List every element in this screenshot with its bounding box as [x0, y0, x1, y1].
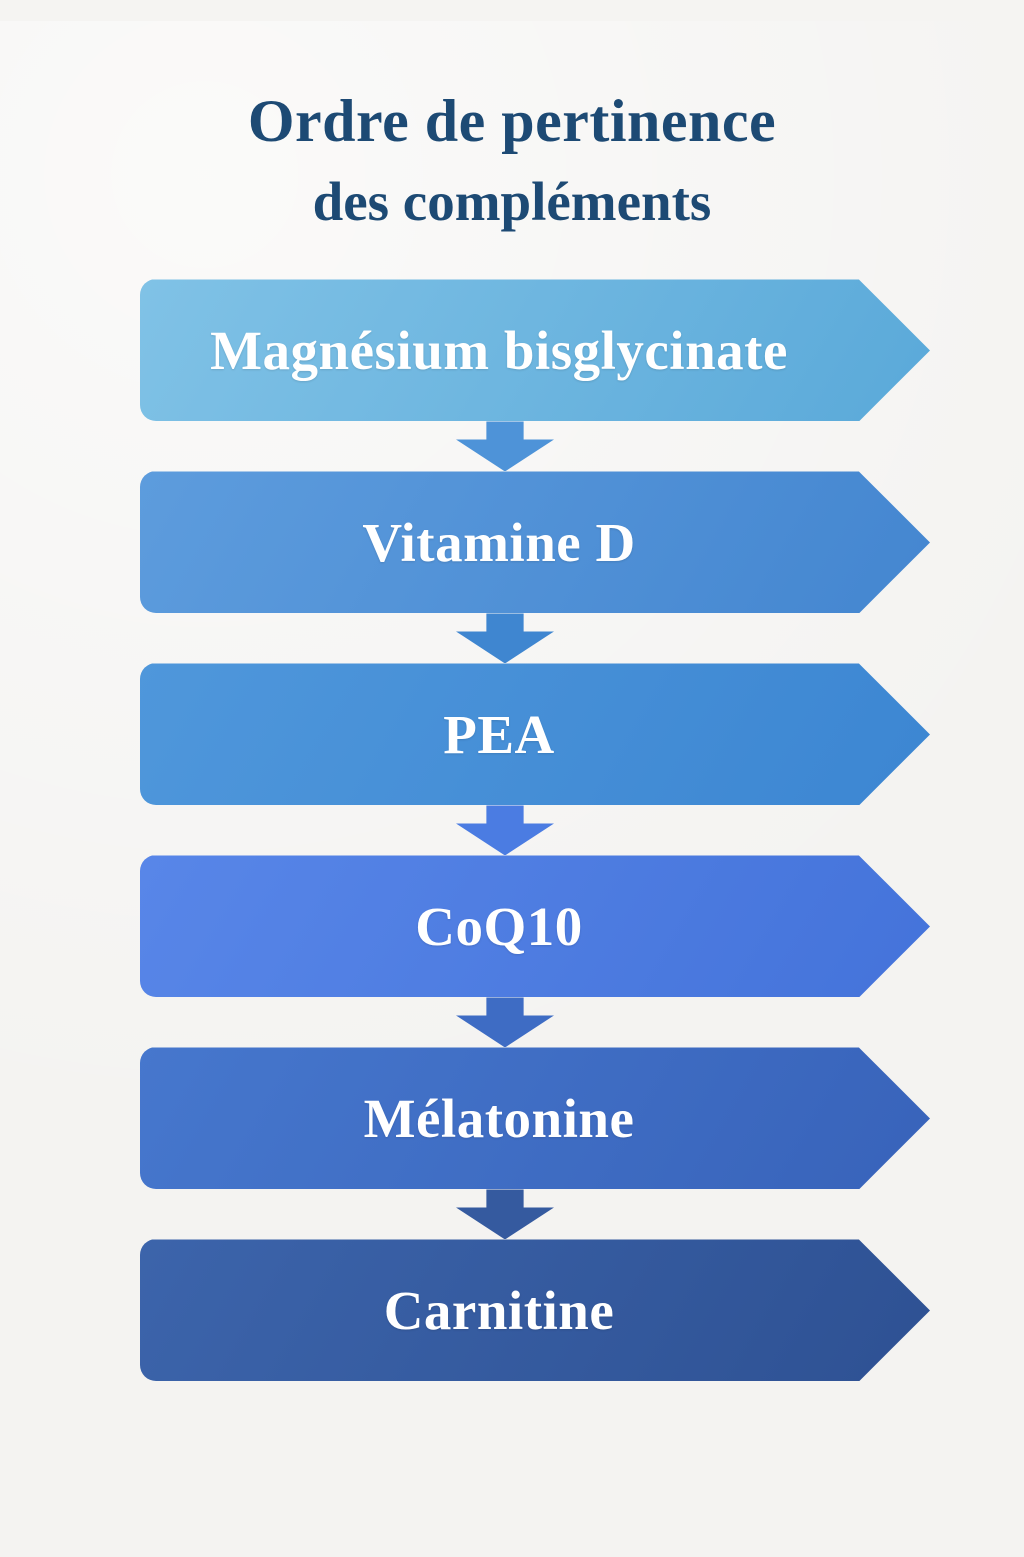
flow-step-melatonine: Mélatonine: [140, 1047, 930, 1190]
down-arrow-icon: [456, 613, 554, 664]
supplement-flowchart: Magnésium bisglycinate Vitamine D PEA Co…: [140, 279, 930, 1382]
step-label: Magnésium bisglycinate: [210, 319, 788, 381]
down-arrow-icon: [456, 421, 554, 472]
flow-step-pea: PEA: [140, 663, 930, 806]
infographic-canvas: Ordre de pertinence des compléments Magn…: [0, 21, 1024, 1557]
down-arrow-icon: [456, 997, 554, 1048]
step-label: CoQ10: [415, 895, 583, 957]
step-label: Carnitine: [383, 1279, 615, 1341]
step-label: Vitamine D: [362, 511, 636, 573]
down-arrow-icon: [456, 1189, 554, 1240]
step-label: PEA: [443, 703, 555, 765]
flow-step-vitamine-d: Vitamine D: [140, 471, 930, 614]
flow-step-magnesium: Magnésium bisglycinate: [140, 279, 930, 422]
down-arrow-icon: [456, 805, 554, 856]
title-line-2: des compléments: [312, 171, 712, 233]
flow-step-carnitine: Carnitine: [140, 1239, 930, 1382]
flow-step-coq10: CoQ10: [140, 855, 930, 998]
title-line-1: Ordre de pertinence: [247, 88, 777, 155]
page-title: Ordre de pertinence des compléments: [0, 21, 1024, 240]
step-label: Mélatonine: [363, 1087, 635, 1149]
